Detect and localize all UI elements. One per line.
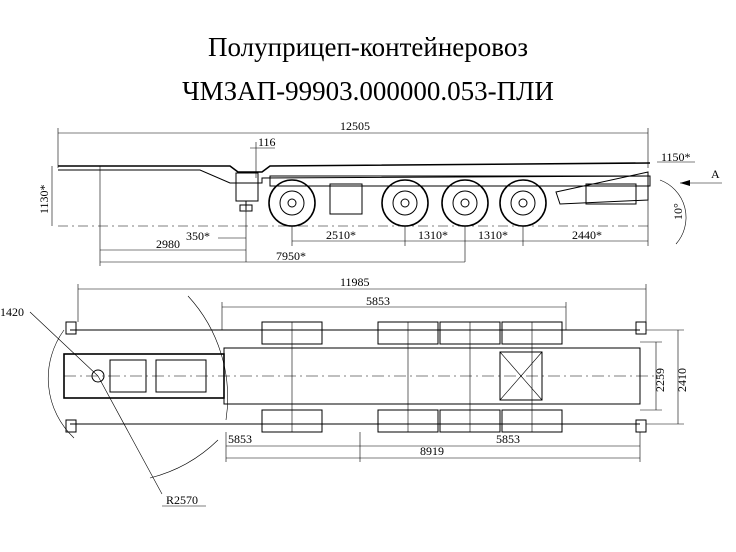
kingpin bbox=[91, 369, 105, 383]
overall-width-label: 2410 bbox=[675, 368, 689, 392]
rear-storage-box bbox=[585, 183, 637, 205]
swing-radius-label: R2570 bbox=[166, 493, 198, 507]
coupling-height-label: 1130* bbox=[37, 184, 51, 214]
drawing-model-number: ЧМЗАП-99903.000000.053-ПЛИ bbox=[182, 76, 554, 106]
front-left-twistlock bbox=[65, 321, 77, 335]
view-arrow-head bbox=[680, 180, 690, 186]
swing-radius-leader bbox=[97, 375, 163, 495]
track-width-label: 2259 bbox=[653, 368, 667, 392]
rear-section-label: 5853 bbox=[496, 432, 520, 446]
axle-3-wheel bbox=[441, 179, 489, 227]
axle-lines bbox=[291, 322, 533, 432]
front-section-label: 5853 bbox=[228, 432, 252, 446]
wheel-set-lower bbox=[261, 409, 563, 433]
front-radius-label: 1420 bbox=[0, 305, 24, 319]
axle-spacing-3-label: 1310* bbox=[478, 228, 508, 242]
toolbox bbox=[329, 183, 363, 215]
front-radius-arc bbox=[47, 329, 75, 439]
rear-length-label: 8919 bbox=[420, 444, 444, 458]
front-radius-leader bbox=[29, 311, 99, 377]
rear-angle-arc bbox=[659, 179, 687, 245]
frame-top-rail bbox=[58, 162, 651, 173]
axle-spacing-2-label: 1310* bbox=[418, 228, 448, 242]
kingpin-to-support-label: 2980 bbox=[156, 237, 180, 251]
twistlock-span-label: 5853 bbox=[366, 294, 390, 308]
grid-hatch bbox=[499, 351, 543, 401]
spare-wheel-grid bbox=[499, 351, 543, 401]
rear-right-twistlock bbox=[635, 419, 647, 433]
axle-spacing-1-label: 2510* bbox=[326, 228, 356, 242]
axle-1-wheel bbox=[268, 179, 316, 227]
support-offset-label: 350* bbox=[186, 229, 210, 243]
front-crossmember bbox=[109, 359, 147, 393]
axle-4-wheel bbox=[499, 179, 547, 227]
chassis-beam bbox=[269, 175, 651, 187]
rear-angle-label: 10° bbox=[671, 203, 685, 220]
drawing-title: Полуприцеп-контейнеровоз bbox=[208, 32, 528, 62]
side-view: 12505 116 bbox=[37, 119, 722, 266]
gooseneck-crossmember bbox=[155, 359, 207, 393]
rear-left-twistlock bbox=[635, 321, 647, 335]
view-marker-label: A bbox=[711, 167, 720, 181]
kingpin-offset-label: 116 bbox=[258, 135, 276, 149]
swing-arc-lower bbox=[149, 439, 219, 479]
wheel-set-upper bbox=[261, 321, 563, 345]
rear-height-label: 1150* bbox=[661, 150, 691, 164]
frame-bottom-rail bbox=[58, 169, 651, 184]
landing-gear-housing bbox=[235, 172, 259, 202]
axle-2-wheel bbox=[381, 179, 429, 227]
rear-overhang-label: 2440* bbox=[572, 228, 602, 242]
top-view: 11985 5853 1420 R2570 bbox=[0, 275, 689, 507]
frame-length-label: 11985 bbox=[340, 275, 370, 289]
kingpin-to-bogie-label: 7950* bbox=[276, 249, 306, 263]
front-right-twistlock bbox=[65, 419, 77, 433]
overall-length-label: 12505 bbox=[340, 119, 370, 133]
